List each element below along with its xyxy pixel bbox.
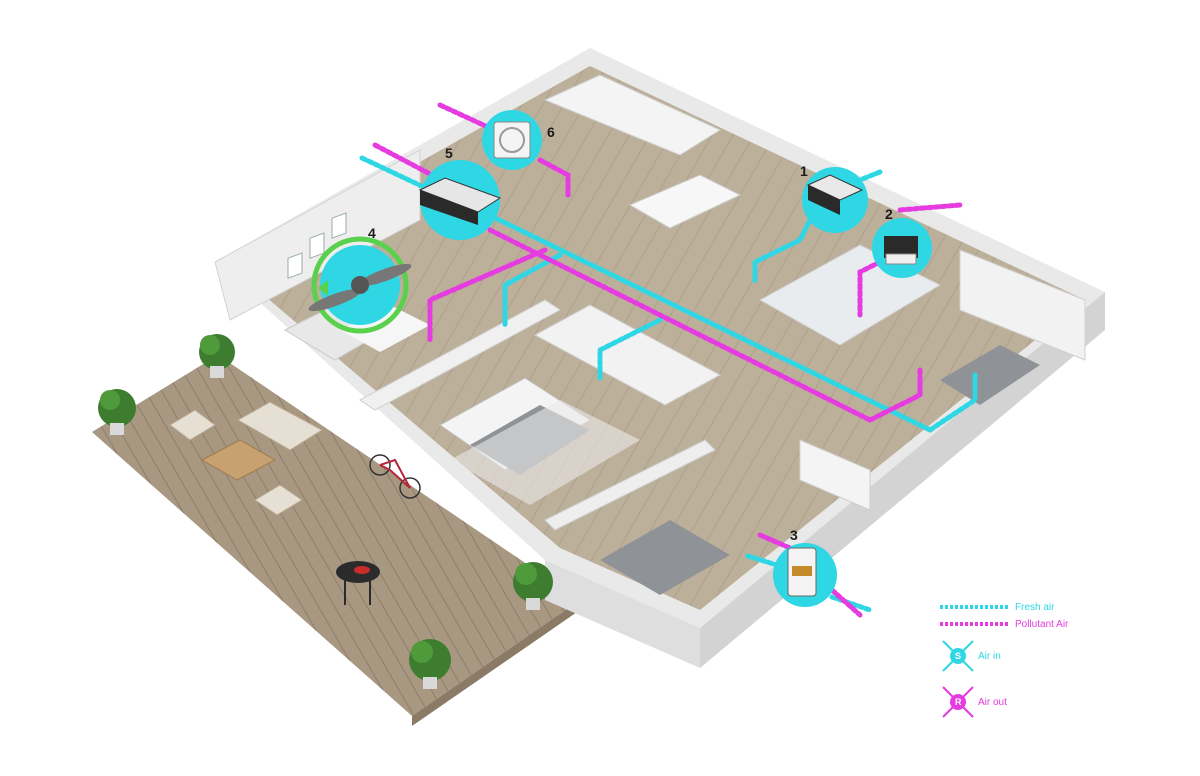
bicycle-frame [379, 458, 411, 489]
patio-armchair [254, 484, 303, 516]
kitchen-island [628, 174, 742, 229]
wall-picture [331, 212, 347, 239]
pollutant-air-duct [537, 157, 571, 198]
unit-number-label: 5 [445, 145, 453, 161]
air-in-icon: S [942, 640, 974, 672]
unit-number-label: 6 [547, 124, 555, 140]
pollutant-air-duct [487, 227, 873, 423]
small-bed [600, 520, 730, 595]
legend: Fresh air Pollutant Air S Air in R Air o… [940, 602, 1069, 718]
deck-edge [412, 600, 580, 726]
potted-plant [409, 639, 451, 689]
wardrobe [799, 439, 871, 511]
pollutant-air-duct [857, 259, 883, 318]
exhaust-fan-grille [499, 127, 525, 153]
barbecue-coals [354, 566, 370, 574]
pollutant-air-duct [372, 142, 435, 178]
unit-number-label: 4 [368, 225, 376, 241]
fresh-air-duct [752, 207, 818, 285]
house-front-wall [545, 560, 700, 668]
unit-4-ring [311, 236, 409, 334]
air-out-icon: R [942, 686, 974, 718]
legend-air-out-label: Air out [978, 697, 1007, 708]
wall-picture [287, 252, 303, 279]
potted-plant [513, 562, 553, 610]
unit-number-label: 2 [885, 206, 893, 222]
pollutant-air-duct [427, 247, 548, 343]
pollutant-air-duct [897, 202, 963, 213]
right-bedroom-window-wall [959, 249, 1086, 361]
bedroom-wall [359, 299, 561, 411]
right-bedroom-bed [940, 345, 1040, 405]
ceiling-fan-coil-icon [884, 236, 918, 258]
fresh-air-duct [857, 169, 883, 183]
wall-ventilator-panel [792, 566, 812, 576]
fresh-air-duct [927, 372, 978, 433]
ducted-unit-body [420, 190, 478, 225]
fresh-air-duct [482, 210, 933, 433]
ceiling-fan-icon [308, 263, 412, 312]
fresh-air-duct [745, 553, 783, 569]
unit-number-label: 1 [800, 163, 808, 179]
legend-fresh-air-label: Fresh air [1015, 602, 1055, 613]
wooden-deck [92, 355, 580, 716]
patio-sofa [236, 401, 323, 451]
fresh-air-duct [597, 317, 663, 383]
heat-recovery-unit-body [808, 185, 840, 215]
potted-plant [98, 389, 136, 435]
bicycle-wheel [369, 454, 391, 476]
fresh-air-duct [359, 155, 433, 193]
closet-room [533, 304, 722, 406]
legend-air-in-label: Air in [978, 651, 1001, 662]
wall-picture [309, 232, 325, 259]
kitchen-cabinets [543, 74, 722, 156]
bedroom-rug [450, 400, 640, 505]
fan-coil-grille [885, 253, 917, 265]
pollutant-air-duct [829, 587, 863, 618]
air-out-letter: R [955, 697, 962, 707]
unit-number-label: 3 [790, 527, 798, 543]
patio-table [200, 439, 277, 481]
small-bedroom-wall [544, 439, 716, 531]
fresh-air-ducts [359, 155, 978, 613]
potted-plant [199, 334, 235, 378]
living-room-rug [340, 305, 430, 352]
fresh-air-duct [829, 594, 873, 613]
fresh-air-duct [502, 252, 563, 328]
bicycle-wheel [399, 477, 421, 499]
pollutant-air-duct [867, 367, 923, 423]
rotation-arrow-icon [318, 280, 328, 296]
legend-pollutant-air-label: Pollutant Air [1015, 619, 1069, 630]
pollutant-air-duct [757, 532, 793, 551]
air-in-letter: S [955, 651, 961, 661]
pollutant-air-ducts [372, 102, 963, 618]
patio-armchair [169, 409, 216, 441]
